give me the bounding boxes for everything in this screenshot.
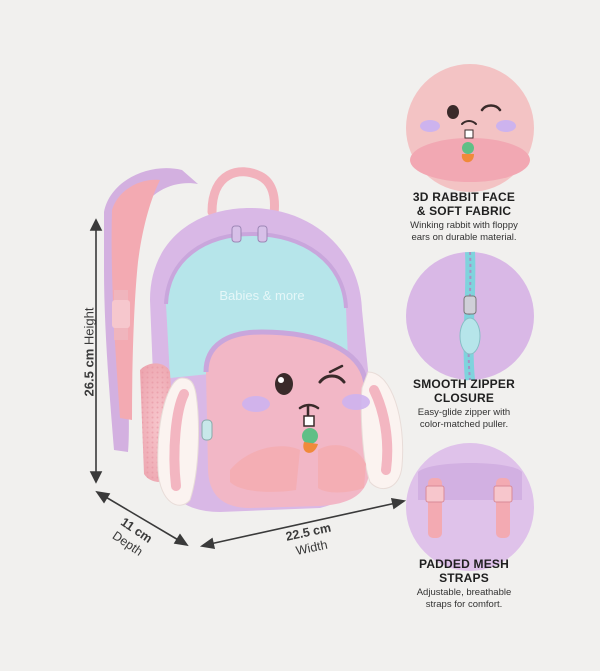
feature-desc-line: Winking rabbit with floppy [410, 220, 518, 231]
feature-rabbit-face: 3D RABBIT FACE & SOFT FABRIC Winking rab… [393, 190, 535, 244]
feature-title-line: & SOFT FABRIC [416, 204, 512, 218]
width-arrow [199, 498, 407, 549]
feature-desc-line: color-matched puller. [419, 419, 509, 430]
backpack: Babies & more [104, 167, 404, 512]
feature-thumb-zipper [406, 251, 534, 381]
height-unit-label: Height [81, 307, 97, 346]
feature-description: Adjustable, breathable straps for comfor… [393, 587, 535, 611]
height-label: 26.5 cm Height [82, 308, 97, 397]
feature-thumb-rabbit-face [406, 64, 534, 192]
top-handle [207, 167, 279, 219]
feature-zipper: SMOOTH ZIPPER CLOSURE Easy-glide zipper … [393, 377, 535, 431]
feature-thumb-straps [406, 443, 534, 571]
feature-title-line: STRAPS [439, 571, 489, 585]
depth-arrow [95, 490, 189, 547]
feature-title-line: CLOSURE [433, 391, 495, 405]
feature-title: SMOOTH ZIPPER CLOSURE [393, 377, 535, 405]
feature-title: PADDED MESH STRAPS [393, 557, 535, 585]
feature-desc-line: straps for comfort. [425, 599, 503, 610]
feature-title-line: 3D RABBIT FACE [412, 190, 516, 204]
feature-title: 3D RABBIT FACE & SOFT FABRIC [393, 190, 535, 218]
feature-description: Easy-glide zipper with color-matched pul… [393, 407, 535, 431]
feature-description: Winking rabbit with floppy ears on durab… [393, 220, 535, 244]
height-arrow [89, 218, 103, 484]
feature-desc-line: ears on durable material. [411, 232, 517, 243]
brand-logo: Babies & more [219, 288, 304, 303]
feature-title-line: PADDED MESH [419, 557, 509, 571]
feature-title-line: SMOOTH ZIPPER [413, 377, 515, 391]
feature-desc-line: Adjustable, breathable [416, 587, 512, 598]
feature-straps: PADDED MESH STRAPS Adjustable, breathabl… [393, 557, 535, 611]
height-value: 26.5 cm [81, 348, 97, 397]
feature-desc-line: Easy-glide zipper with [417, 407, 511, 418]
